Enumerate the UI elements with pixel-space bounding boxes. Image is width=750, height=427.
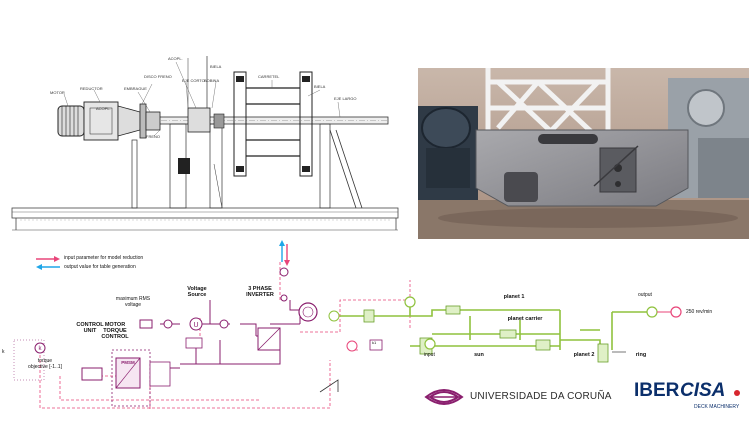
ibercisa-name-b: CISA (680, 380, 726, 401)
ibercisa-sub: DECK MACHINERY (694, 404, 740, 410)
reducer-shape (83, 101, 141, 141)
sun-label: sun (474, 352, 484, 358)
callout-drum: CARRETEL (258, 74, 280, 79)
udc-logo: UNIVERSIDADE DA CORUÑA (424, 384, 614, 410)
motor-shape (57, 105, 85, 137)
max-rms-voltage-label: maximum RMS voltage (115, 296, 151, 308)
photo-svg (418, 68, 749, 239)
callout-brake: FRENO (146, 134, 160, 139)
ibercisa-logo: IBER CISA DECK MACHINERY (634, 380, 746, 414)
callout-coupling-top: ACOPL. (168, 56, 183, 61)
callout-clutch: EMBRAGUE (124, 86, 147, 91)
ibercisa-name-a: IBER (634, 380, 680, 401)
torque-objective-label: torque objective [-1..1] (28, 358, 62, 370)
gain-k-text: k (39, 346, 43, 352)
three-phase-inverter-label: 3 PHASE INVERTER (246, 286, 274, 298)
callout-brake-disk: DISCO FRENO (144, 74, 172, 79)
brake-disk (139, 103, 147, 139)
voltage-source-label: Voltage Source (187, 286, 207, 298)
callout-long-shaft: EJE LARGO (334, 96, 357, 101)
input-label: input (424, 352, 435, 358)
speed-value-label: 250 rev/min (686, 309, 713, 315)
svg-text:U: U (193, 322, 198, 329)
planet2-label: planet 2 (573, 352, 595, 358)
callout-reducer: REDUCTOR (80, 86, 103, 91)
side-k-label: k (2, 349, 5, 355)
legend-arrows (36, 256, 60, 270)
control-unit-label: CONTROL UNIT (76, 322, 104, 334)
output-label: output (638, 292, 652, 298)
legend: input parameter for model reduction outp… (34, 254, 244, 274)
pmsm-label: PMSM (121, 360, 135, 365)
motor-torque-control-label: MOTOR TORQUE CONTROL (101, 322, 129, 340)
callout-coil: BOBINA (204, 78, 220, 83)
legend-output-arrow (36, 264, 60, 270)
model-diagram: k U (0, 240, 750, 422)
drawing-svg (11, 56, 399, 231)
ring-label: ring (635, 352, 647, 358)
callout-motor: MOTOR (50, 90, 65, 95)
planet-carrier-label: planet carrier (507, 316, 543, 322)
legend-input-text: input parameter for model reduction (64, 255, 144, 261)
legend-input-arrow (36, 256, 60, 262)
planet1-label: planet 1 (503, 294, 525, 300)
udc-name: UNIVERSIDADE DA CORUÑA (470, 391, 612, 402)
engineering-drawing: MOTOR REDUCTOR DISCO FRENO EMBRAGUE EJE … (0, 44, 400, 240)
udc-emblem-icon (424, 389, 464, 405)
legend-output-text: output value for table generation (64, 264, 136, 270)
ibercisa-dot-icon (734, 390, 740, 396)
diagram-svg: k U (13, 240, 682, 410)
callout-short-shaft: EJE CORTO (182, 78, 205, 83)
drum-shape (233, 71, 313, 177)
callout-biela-left: BIELA (210, 64, 222, 69)
callout-biela-right: BIELA (314, 84, 326, 89)
machine-photo (418, 68, 749, 239)
callout-coupling: ACOPL. (96, 106, 111, 111)
gain-k1-label: k1 (372, 340, 377, 345)
base-frame (11, 207, 399, 219)
